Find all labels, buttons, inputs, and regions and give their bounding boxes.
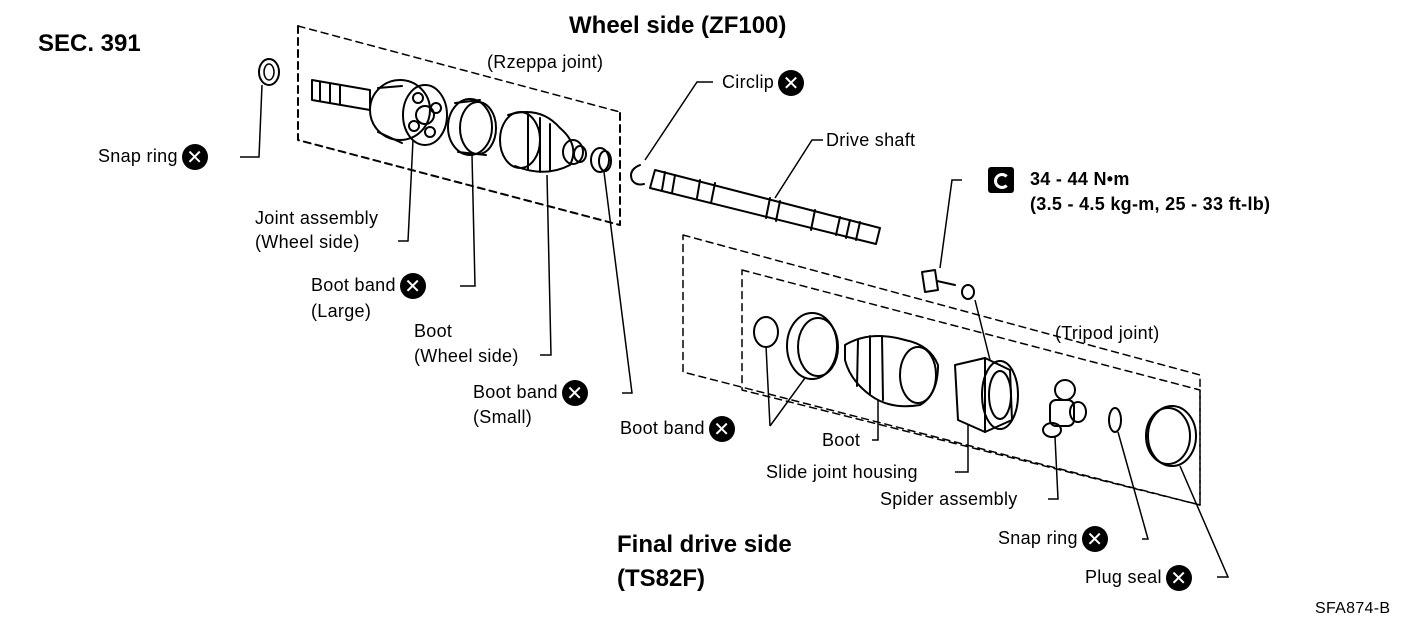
- snap-ring-left-part: [258, 58, 280, 86]
- boot-wheel-label-line2: (Wheel side): [414, 346, 519, 366]
- plug-seal-part: [1145, 405, 1197, 467]
- rzeppa-joint-label: (Rzeppa joint): [487, 52, 604, 72]
- boot-band-large-label: Boot band✕: [311, 273, 426, 299]
- boot-final-part: [844, 335, 939, 408]
- joint-assembly-label-line2: (Wheel side): [255, 232, 360, 252]
- leader-snap-ring-left: [240, 84, 263, 158]
- torque-conversion: (3.5 - 4.5 kg-m, 25 - 33 ft-lb): [1030, 194, 1271, 214]
- replace-part-icon: ✕: [1165, 565, 1192, 591]
- torque-wrench-icon: [988, 167, 1014, 193]
- drive-shaft-part: [649, 169, 881, 245]
- replace-part-icon: ✕: [778, 70, 805, 96]
- leader-plug-seal: [1179, 465, 1230, 578]
- label-text: Boot band: [311, 274, 396, 295]
- boot-wheel-label-line1: Boot: [414, 321, 453, 341]
- tripod-joint-label: (Tripod joint): [1055, 323, 1160, 343]
- label-text: Plug seal: [1085, 566, 1162, 587]
- replace-part-icon: ✕: [708, 416, 735, 442]
- replace-part-icon: ✕: [399, 273, 426, 299]
- boot-band-small-label-line2: (Small): [473, 407, 533, 427]
- leader-boot-band-large: [460, 154, 476, 287]
- boot-band-large-part: [447, 98, 497, 156]
- boot-band-small-part: [590, 147, 612, 173]
- label-text: Boot band: [473, 381, 558, 402]
- leader-boot-band-small: [603, 171, 633, 394]
- boot-wheel-side-part: [499, 111, 587, 173]
- leader-boot-final: [872, 400, 879, 441]
- final-drive-title: Final drive side: [617, 531, 792, 558]
- leader-boot-band-final-b: [769, 377, 806, 427]
- slide-joint-housing-label: Slide joint housing: [766, 462, 918, 482]
- slide-joint-housing-part: [954, 357, 1019, 433]
- label-text: Boot band: [620, 417, 705, 438]
- final-drive-inner-frame: [741, 269, 1201, 506]
- leader-drive-shaft: [774, 139, 823, 199]
- snap-ring-right-label: Snap ring✕: [998, 526, 1108, 552]
- boot-band-small-label: Boot band✕: [473, 380, 588, 406]
- spider-assembly-label: Spider assembly: [880, 489, 1018, 509]
- figure-code: SFA874-B: [1315, 600, 1391, 617]
- joint-assembly-part: [311, 79, 448, 146]
- leader-spider: [1048, 436, 1059, 500]
- replace-part-icon: ✕: [1081, 526, 1108, 552]
- label-text: Snap ring: [98, 145, 178, 166]
- replace-part-icon: ✕: [181, 144, 208, 170]
- snap-ring-left-label: Snap ring✕: [98, 144, 208, 170]
- replace-part-icon: ✕: [561, 380, 588, 406]
- section-number: SEC. 391: [38, 30, 141, 57]
- boot-band-final-label: Boot band✕: [620, 416, 735, 442]
- leader-torque: [939, 179, 962, 269]
- label-text: Snap ring: [998, 527, 1078, 548]
- joint-assembly-label-line1: Joint assembly: [255, 208, 379, 228]
- leader-circlip: [644, 81, 713, 161]
- wheel-side-title: Wheel side (ZF100): [569, 12, 787, 39]
- leader-boot-wheel: [540, 174, 552, 356]
- leader-torque-washer: [974, 299, 991, 361]
- snap-ring-right-part: [1108, 407, 1122, 433]
- leader-boot-band-final-a: [765, 345, 771, 427]
- leader-joint-assembly: [398, 139, 414, 242]
- drive-shaft-label: Drive shaft: [826, 130, 916, 150]
- leader-slide-joint: [955, 425, 969, 473]
- bolt-part: [921, 269, 975, 300]
- circlip-label: Circlip✕: [722, 70, 805, 96]
- wheel-side-frame: [297, 25, 621, 226]
- circlip-part: [630, 164, 645, 186]
- boot-band-large-label-line2: (Large): [311, 301, 372, 321]
- plug-seal-label: Plug seal✕: [1085, 565, 1192, 591]
- spider-assembly-part: [1042, 379, 1087, 438]
- final-drive-model: (TS82F): [617, 565, 706, 592]
- boot-final-label: Boot: [822, 430, 861, 450]
- label-text: Circlip: [722, 71, 775, 92]
- leader-snap-ring-right: [1117, 431, 1149, 540]
- torque-value: 34 - 44 N•m: [1030, 169, 1130, 189]
